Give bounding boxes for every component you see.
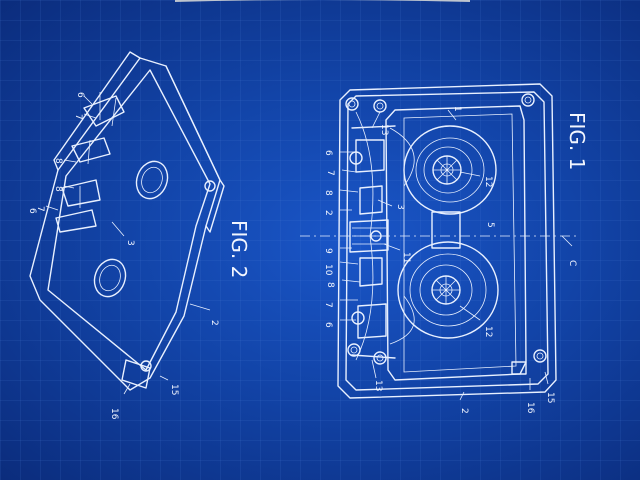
fig1-callout: 11 <box>401 252 411 263</box>
fig1-callout: 7 <box>325 170 335 176</box>
fig1-callout: 7 <box>323 302 333 308</box>
fig1-title: FIG. 1 <box>565 112 589 170</box>
fig1-callout: C <box>567 260 577 266</box>
fig1-callout: 2 <box>459 408 469 414</box>
fig1-callout: 10 <box>323 264 333 276</box>
fig2-cassette <box>29 51 225 395</box>
fig2-callout: 8 <box>53 186 63 192</box>
fig1-callout: 16 <box>525 402 535 414</box>
reel-bottom <box>397 241 499 339</box>
fig2-callout: 15 <box>169 384 179 395</box>
fig2-callout: 6 <box>75 92 85 98</box>
fig1-callout: 12 <box>483 176 493 187</box>
fig1-cassette <box>300 83 576 401</box>
fig1-callout: 1 <box>452 106 462 112</box>
fig1-callout: 6 <box>323 322 333 328</box>
fig1-callout: 13 <box>373 380 383 391</box>
fig2-title: FIG. 2 <box>227 220 251 278</box>
fig2-callout: 8 <box>53 158 63 164</box>
fig2-callout: 7 <box>73 114 83 120</box>
fig1-callout: 5 <box>485 222 495 228</box>
fig1-callout: 6 <box>323 150 333 156</box>
fig2-callout: 16 <box>109 408 119 420</box>
fig2-callout: 6 <box>27 208 37 214</box>
fig1-callout: 8 <box>323 190 333 196</box>
fig1-callout: 9 <box>323 248 333 254</box>
fig2-callout: 3 <box>125 240 135 246</box>
fig1-callout: 13 <box>379 124 389 135</box>
fig1-callout: 2 <box>323 210 333 216</box>
fig1-callout: 8 <box>325 282 335 288</box>
fig2-callout: 2 <box>209 320 219 326</box>
reel-top <box>403 125 497 215</box>
fig1-callout: 15 <box>545 392 555 403</box>
fig2-callout: 7 <box>35 206 45 212</box>
fig1-callout: 12 <box>483 326 493 337</box>
fig1-callout: 3 <box>395 204 405 210</box>
